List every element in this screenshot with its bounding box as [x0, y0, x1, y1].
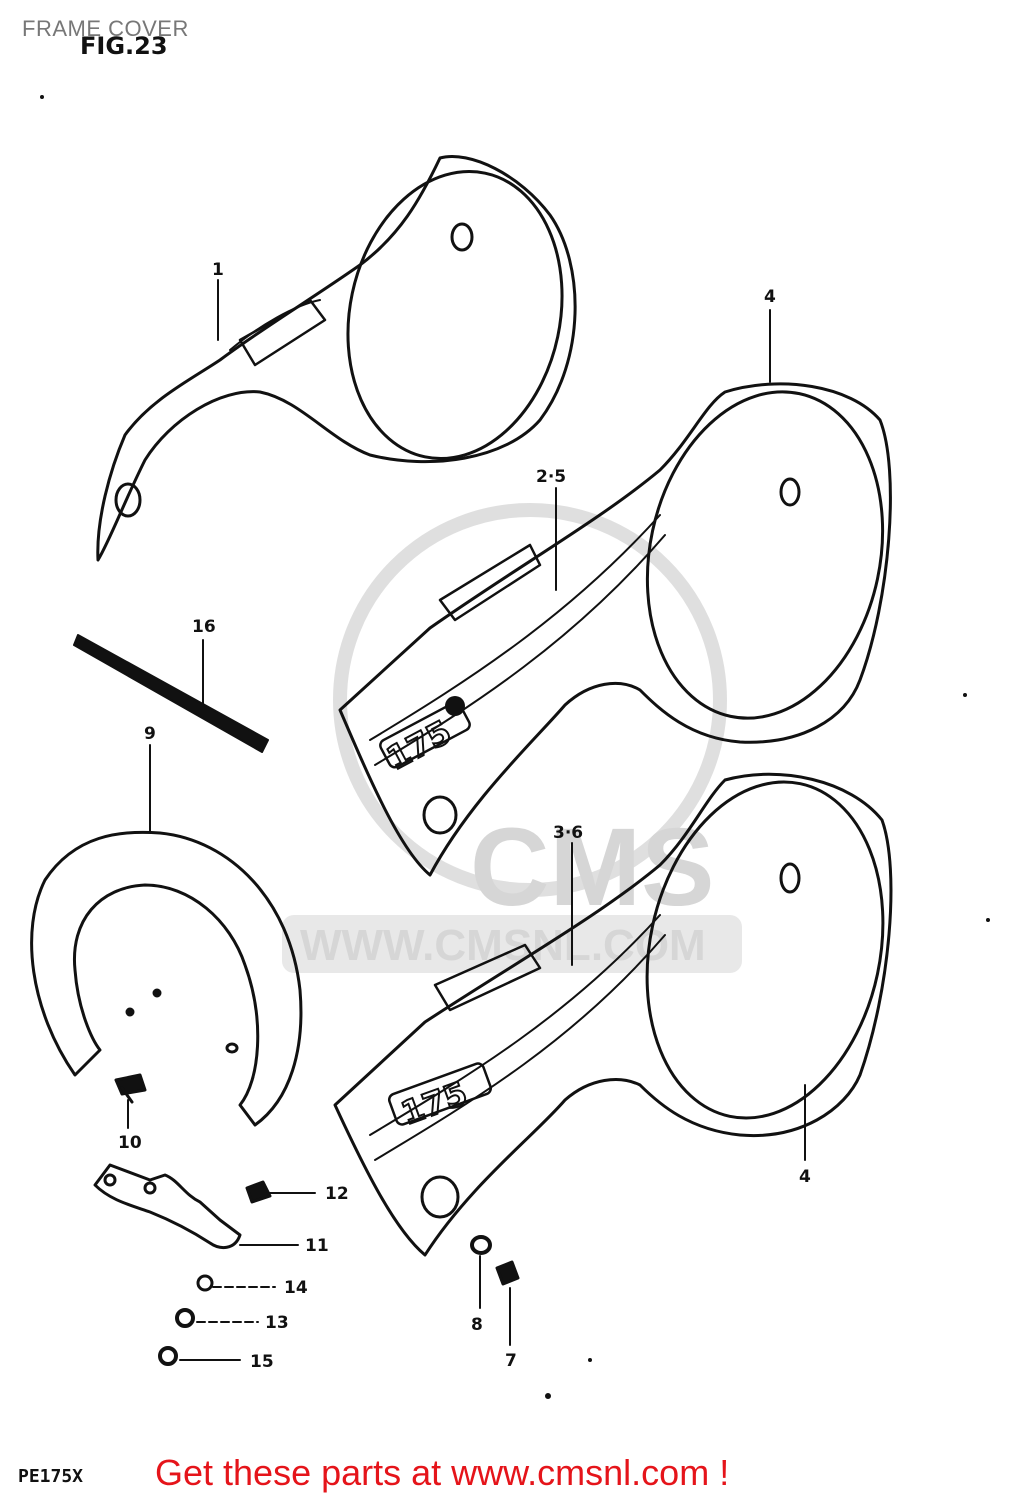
callout-2-5: 2·5 — [536, 467, 566, 487]
part-8-washer-icon — [470, 1235, 492, 1255]
callouts: 1 4 2·5 16 9 3·6 4 10 12 11 14 13 15 8 7 — [118, 260, 811, 1372]
watermark-ring-icon — [333, 503, 727, 897]
callout-8: 8 — [471, 1315, 483, 1335]
callout-10: 10 — [118, 1133, 142, 1153]
callout-11: 11 — [305, 1236, 329, 1256]
callout-16: 16 — [192, 617, 216, 637]
part-1-frame-cover-upper — [96, 155, 577, 562]
model-code: PE175X — [18, 1466, 84, 1487]
part-4-upper-hole-icon — [779, 477, 801, 507]
callout-15: 15 — [250, 1352, 274, 1372]
watermark-url-plate — [282, 915, 742, 973]
part-4-frame-cover-lower — [333, 772, 893, 1257]
part-15-nut-icon — [158, 1346, 178, 1366]
part-4-lower-grommet-icon — [420, 1175, 460, 1219]
part-14-washer-icon — [196, 1274, 214, 1292]
part-11-bracket — [93, 1163, 242, 1249]
watermark: CMS WWW.CMSNL.COM — [282, 503, 742, 973]
part-12-bolt — [245, 1180, 272, 1204]
part-1-mount-icon — [114, 482, 142, 518]
watermark-url: WWW.CMSNL.COM — [300, 921, 706, 970]
part-4-lower-emblem-plate — [387, 1062, 493, 1126]
part-7-screw-icon — [495, 1260, 520, 1286]
callout-4-lower: 4 — [799, 1167, 811, 1187]
callout-12: 12 — [325, 1184, 349, 1204]
part-4-upper-grommet-icon — [422, 795, 458, 835]
callout-13: 13 — [265, 1313, 289, 1333]
callout-3-6: 3·6 — [553, 823, 583, 843]
figure-label: FIG.23 — [80, 32, 168, 60]
callout-14: 14 — [284, 1278, 308, 1298]
part-4-frame-cover-upper — [338, 382, 892, 877]
section-title: FRAME COVER — [22, 16, 189, 41]
part-4-lower-hole-icon — [779, 862, 801, 894]
part-4-upper-emblem-plate — [379, 701, 471, 769]
part-13-nut-icon — [175, 1308, 195, 1328]
callout-1: 1 — [212, 260, 224, 280]
part-9-rear-guard — [30, 830, 303, 1127]
watermark-brand: CMS — [470, 806, 714, 929]
part-10-screw — [114, 1073, 147, 1104]
callout-7: 7 — [505, 1351, 517, 1371]
part-1-grommet-icon — [450, 222, 474, 252]
part-16-cable-tie — [73, 634, 269, 753]
leader-lines — [127, 279, 806, 1361]
scan-specks — [40, 95, 990, 1399]
callout-9: 9 — [144, 724, 156, 744]
callout-4-upper: 4 — [764, 287, 776, 307]
promo-link[interactable]: Get these parts at www.cmsnl.com ! — [155, 1452, 730, 1493]
